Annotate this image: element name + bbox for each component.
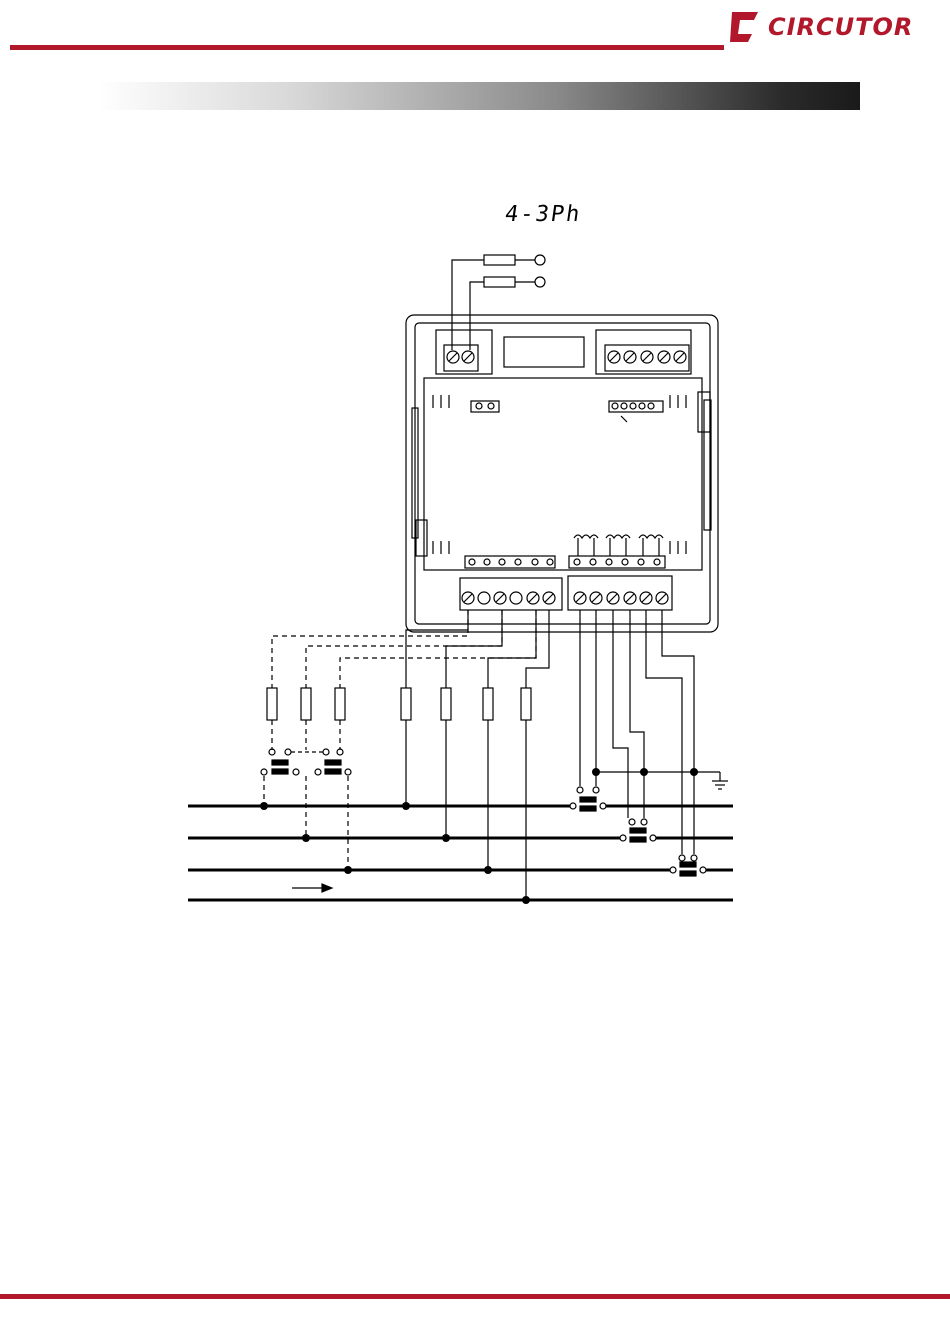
direction-arrow-icon [292,884,332,892]
fuse-icon [335,688,345,720]
fuse-icon [483,688,493,720]
fuse-icon [301,688,311,720]
voltage-transformer-icon [261,749,351,775]
fuse-icon [484,255,515,265]
meter-device-icon [406,315,718,632]
junction-dots [260,768,698,904]
aux-supply-wiring [452,255,545,350]
current-transformer-icon [570,787,706,876]
fuse-icon [521,688,531,720]
fuse-icon [267,688,277,720]
network-lines [188,806,733,900]
voltage-wiring [401,610,549,900]
fuse-icon [484,277,515,287]
fuse-icon [401,688,411,720]
fuse-icon [441,688,451,720]
footer-rule [0,1294,950,1299]
voltage-transformer-wiring [264,610,536,870]
current-wiring [580,610,728,854]
